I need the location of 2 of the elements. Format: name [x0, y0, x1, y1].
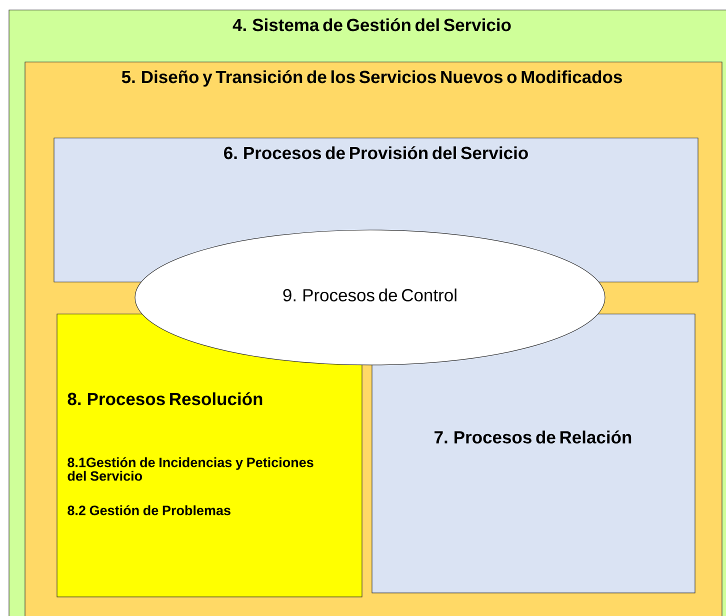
relation-box: 7. Procesos de Relación [372, 314, 696, 594]
resolution-box: 8. Procesos Resolución 8.1Gestión de Incidencias y Peticiones del Servicio 8.2 Gestión de Problemas [56, 314, 362, 598]
